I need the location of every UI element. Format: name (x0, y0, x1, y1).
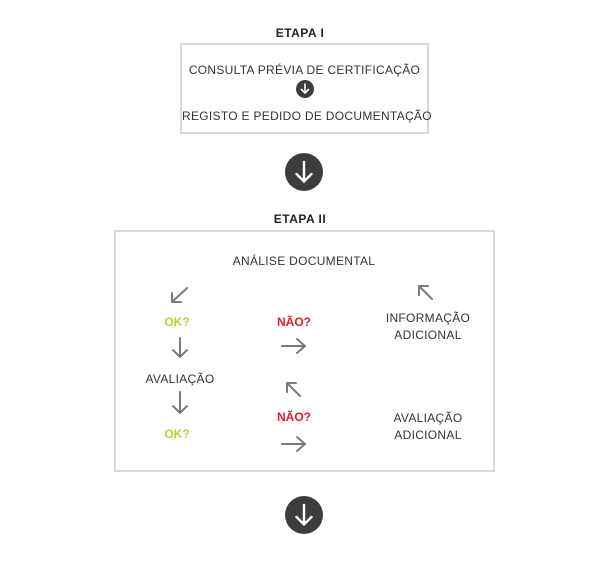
stage-1-box: CONSULTA PRÉVIA DE CERTIFICAÇÃO REGISTO … (180, 43, 432, 134)
arrow-up-left-icon (418, 285, 433, 300)
stage-2-box (114, 230, 495, 472)
arrow-down-circle-icon (296, 80, 314, 98)
arrow-right-icon (281, 338, 306, 354)
stage-1-step-2: REGISTO E PEDIDO DE DOCUMENTAÇÃO (182, 109, 432, 123)
arrow-down-left-icon (171, 287, 188, 303)
extra-eval-line-2: ADICIONAL (394, 428, 462, 442)
nao-label: NÃO? (277, 410, 311, 424)
extra-info-label: INFORMAÇÃO ADICIONAL (370, 310, 486, 344)
ok-label: OK? (164, 427, 190, 441)
analysis-label: ANÁLISE DOCUMENTAL (232, 254, 376, 268)
arrow-down-icon (172, 391, 188, 414)
arrow-down-circle-icon (285, 496, 323, 534)
extra-eval-line-1: AVALIAÇÃO (393, 411, 463, 425)
arrow-right-icon (281, 436, 306, 452)
arrow-down-circle-icon (285, 153, 323, 191)
arrow-down-icon (172, 337, 188, 358)
extra-info-line-1: INFORMAÇÃO (385, 311, 471, 325)
nao-label: NÃO? (277, 315, 311, 329)
stage-1-title: ETAPA I (275, 26, 325, 40)
extra-info-line-2: ADICIONAL (394, 328, 462, 342)
stage-1-step-1: CONSULTA PRÉVIA DE CERTIFICAÇÃO (188, 63, 421, 77)
extra-eval-label: AVALIAÇÃO ADICIONAL (370, 410, 486, 444)
evaluation-label: AVALIAÇÃO (145, 372, 215, 386)
ok-label: OK? (164, 315, 190, 329)
arrow-up-left-icon (286, 382, 301, 397)
stage-2-title: ETAPA II (273, 212, 327, 226)
